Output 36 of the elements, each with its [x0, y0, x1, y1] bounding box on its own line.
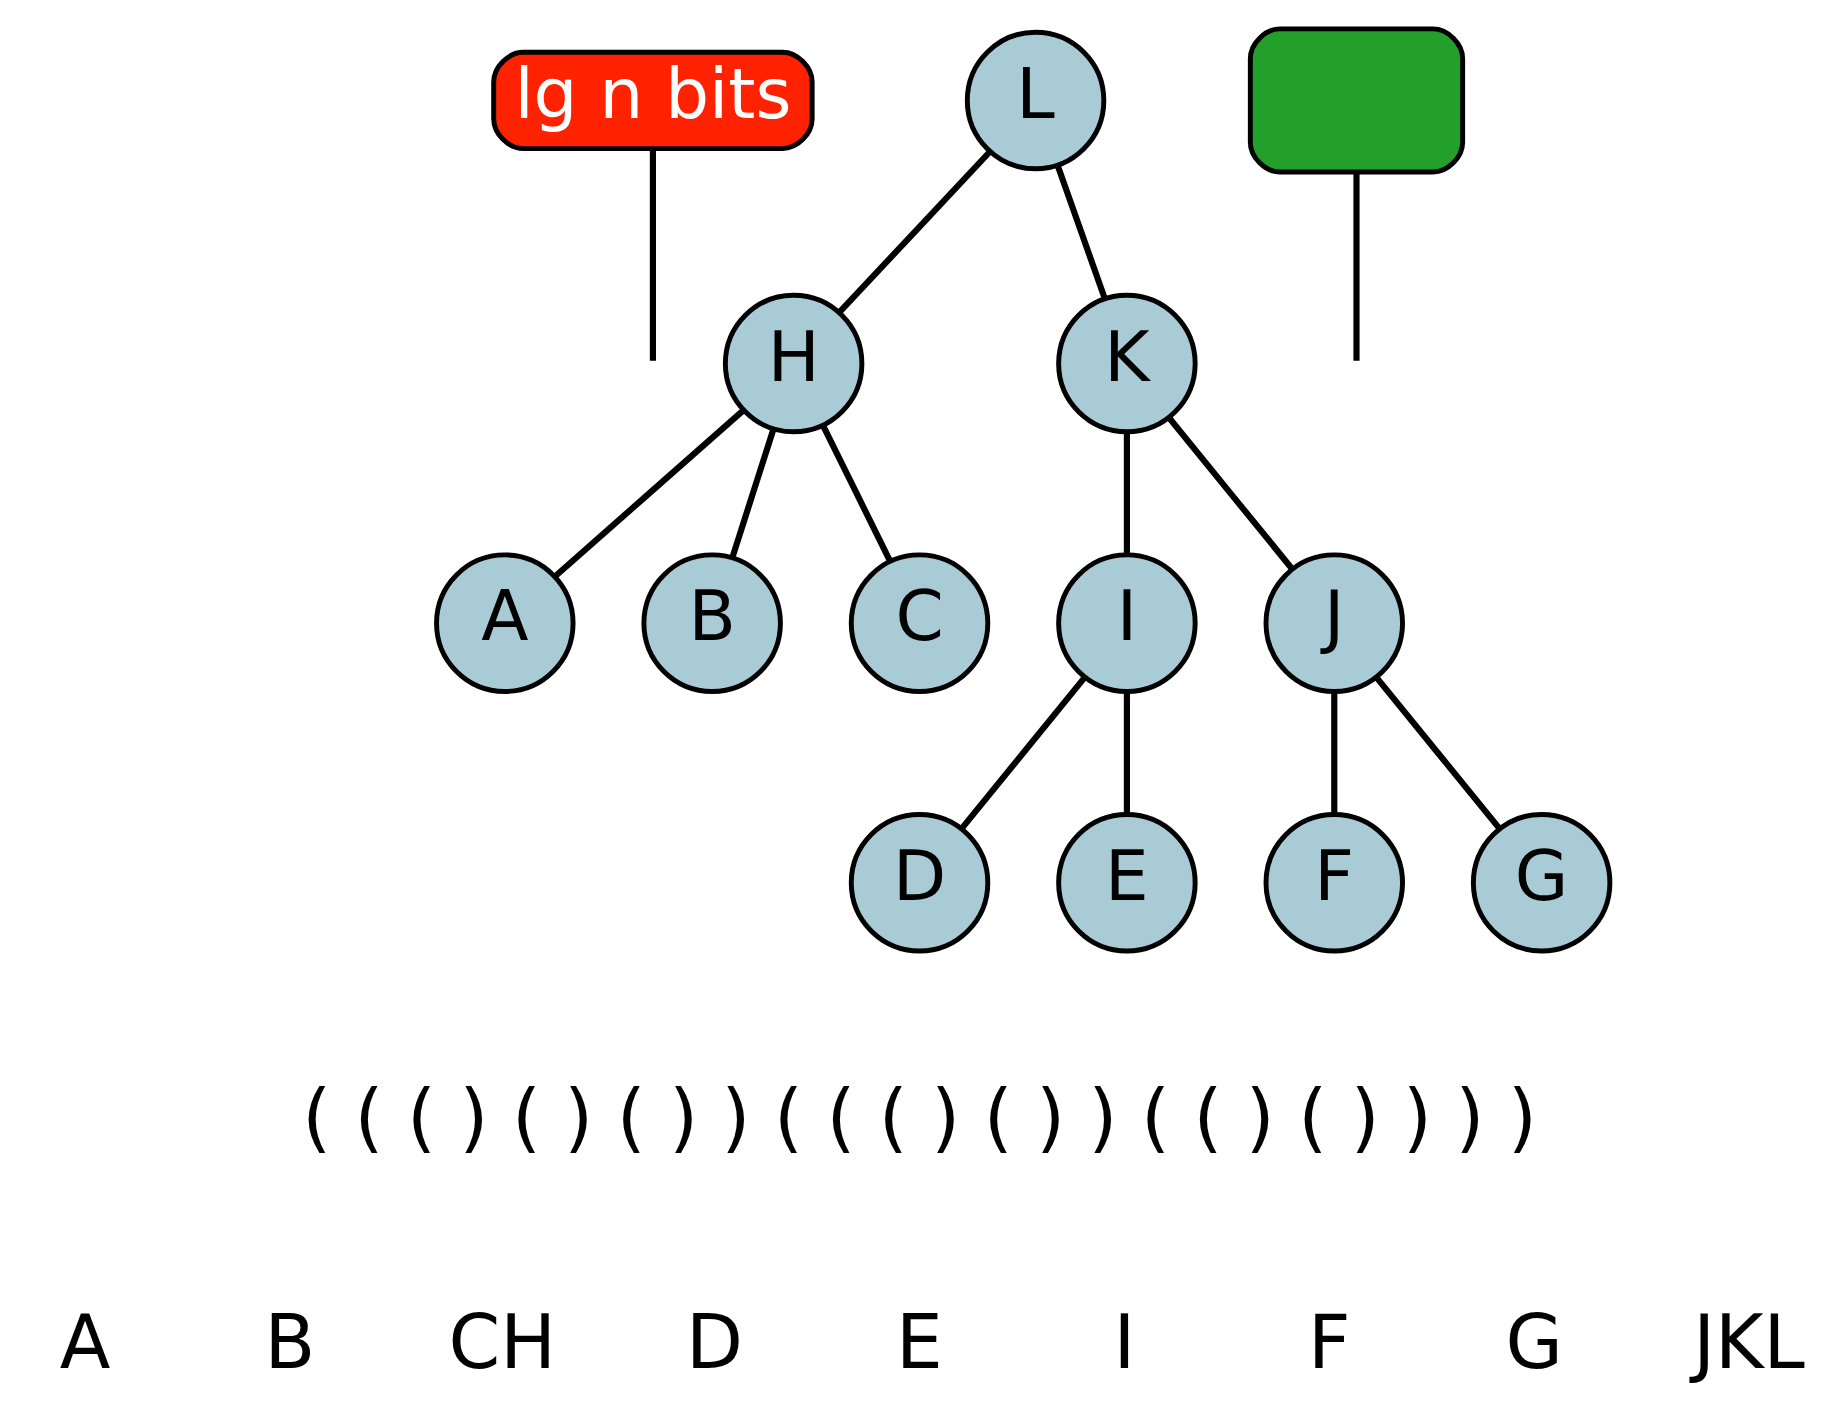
connector [553, 407, 746, 578]
node-circle: K [1056, 292, 1198, 434]
connector [1331, 691, 1338, 814]
node-circle: D [848, 811, 991, 953]
connector [649, 148, 656, 361]
node-circle: I [1056, 551, 1198, 694]
node-circle: F [1263, 811, 1405, 953]
label: F [1308, 1298, 1351, 1385]
node-circle: G [1470, 811, 1613, 953]
connector [1123, 691, 1130, 814]
connector [1123, 431, 1130, 555]
node-circle: C [848, 551, 991, 694]
connector [729, 427, 777, 559]
connector [837, 148, 993, 314]
connector [959, 674, 1088, 831]
label: I [1113, 1298, 1136, 1385]
node-box [1247, 25, 1466, 175]
node-circle: A [434, 551, 576, 694]
node-circle: B [641, 551, 783, 694]
node-circle: H [722, 292, 865, 434]
node-circle: E [1056, 811, 1198, 953]
node-circle: J [1263, 551, 1405, 694]
connector [1166, 415, 1295, 571]
label: CH [448, 1298, 557, 1385]
label: B [264, 1298, 316, 1385]
connector [1054, 163, 1108, 299]
label: E [896, 1298, 943, 1385]
label: D [686, 1298, 744, 1385]
connector [1373, 674, 1503, 831]
label: A [59, 1298, 111, 1385]
connector [1353, 171, 1360, 361]
node-box: lg n bits [491, 49, 815, 151]
node-circle: L [964, 29, 1107, 171]
label: G [1505, 1298, 1563, 1385]
label: ( ( ( ) ( ) ( ) ) ( ( ( ) ( ) ) ( ( ) ( ) ) ) ) [302, 1073, 1537, 1160]
connector [820, 423, 893, 562]
